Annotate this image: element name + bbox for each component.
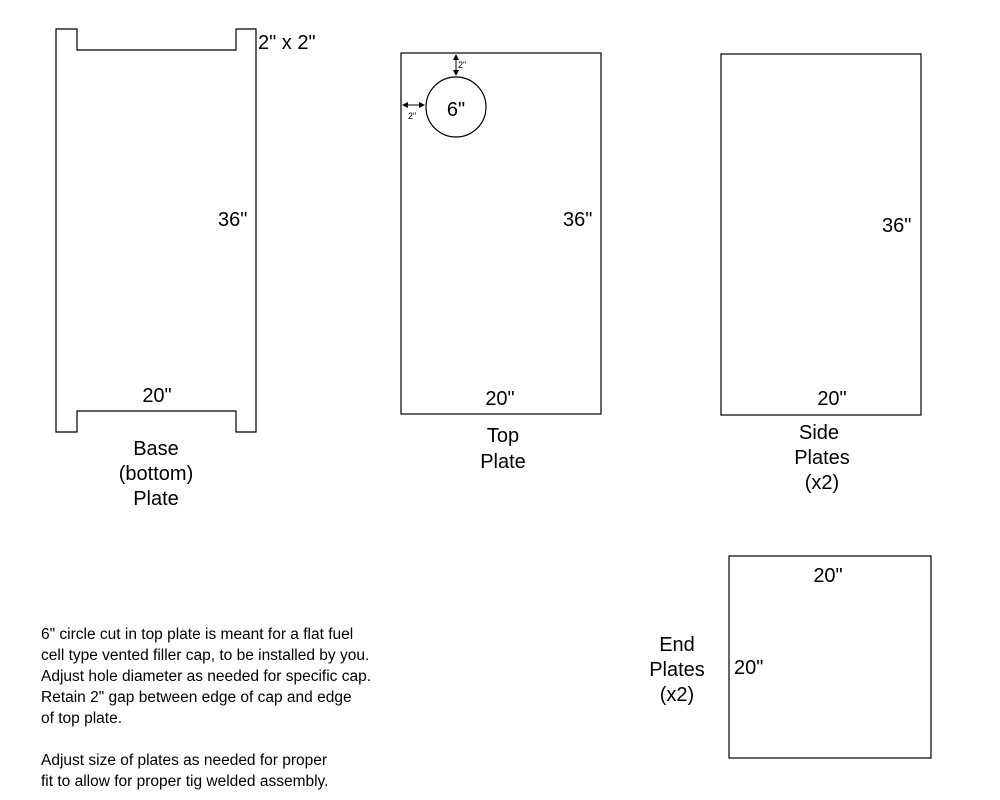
filler-hole-label: 6" [447, 99, 465, 121]
side-plate-outline [720, 53, 922, 416]
side-title-line-3: (x2) [805, 472, 839, 494]
end-side-label: 20" [734, 657, 763, 679]
end-top-label: 20" [813, 565, 842, 587]
end-title-line-3: (x2) [660, 684, 694, 706]
side-height-label: 36" [882, 215, 911, 237]
base-title-line-3: Plate [133, 488, 179, 510]
end-plate-outline [728, 555, 932, 759]
top-title-line-2: Plate [480, 451, 526, 473]
end-title-line-1: End [659, 634, 695, 656]
end-title-line-2: Plates [649, 659, 705, 681]
base-height-label: 36" [218, 209, 247, 231]
note-paragraph-fit: Adjust size of plates as needed for prop… [41, 752, 329, 790]
base-plate-outline [55, 28, 257, 433]
note-paragraph-cap: 6" circle cut in top plate is meant for … [41, 626, 371, 727]
base-title-line-2: (bottom) [119, 463, 193, 485]
side-title-line-2: Plates [794, 447, 850, 469]
filler-hole-circle [425, 76, 487, 138]
gap-top-label: 2" [458, 60, 466, 70]
base-title-line-1: Base [133, 438, 179, 460]
side-title-line-1: Side [799, 422, 839, 444]
gap-left-label: 2" [408, 111, 416, 121]
top-plate-outline [400, 52, 602, 415]
side-width-label: 20" [817, 388, 846, 410]
top-width-label: 20" [485, 388, 514, 410]
top-title-line-1: Top [487, 425, 519, 447]
base-notch-label: 2" x 2" [258, 32, 316, 54]
base-width-label: 20" [142, 385, 171, 407]
top-height-label: 36" [563, 209, 592, 231]
